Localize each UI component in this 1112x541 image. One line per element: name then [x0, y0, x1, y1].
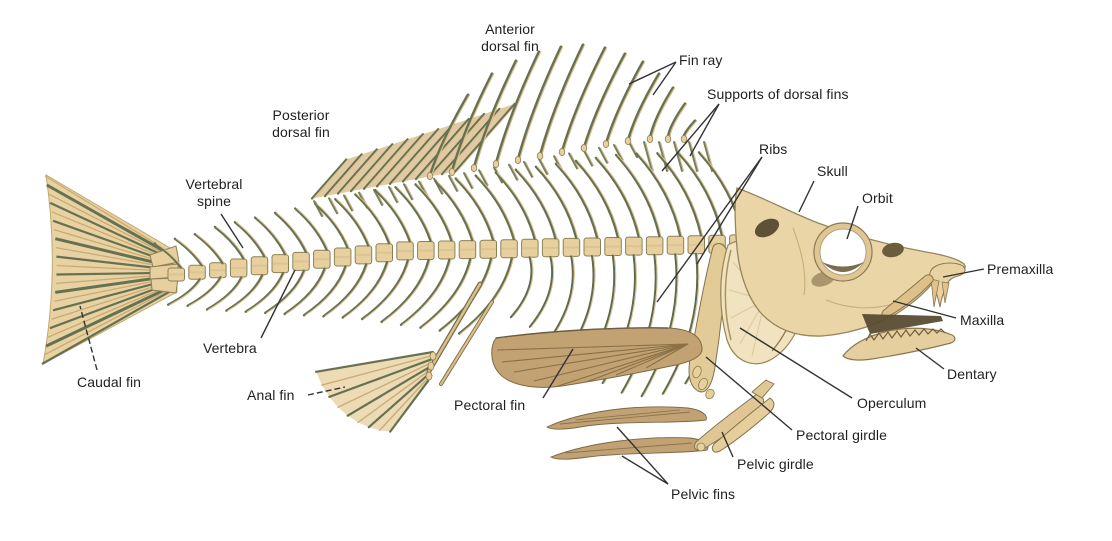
- pectoral-fin-leader-line: [542, 348, 574, 399]
- supports-of-dorsal-fins-leader-line: [661, 103, 720, 172]
- pelvic-fins-leader-line: [616, 426, 669, 485]
- skull-shape: [734, 187, 966, 361]
- maxilla-shape: [881, 274, 934, 318]
- supports-of-dorsal-fins-leader-line: [689, 103, 720, 157]
- vertebral-column: [167, 233, 789, 282]
- hypural-bones: [149, 245, 180, 294]
- orbit-leader-line: [846, 205, 859, 240]
- vertebra-leader-line: [260, 269, 296, 339]
- caudal-fin-leader-line: [79, 305, 98, 371]
- anal-fin-leader-line: [307, 386, 346, 396]
- posterior-dorsal-fin-shape: [310, 102, 517, 200]
- neural-spines: [153, 151, 745, 269]
- vertebral-spine-leader-line: [220, 213, 244, 249]
- pectoral-fin-shape: [491, 327, 703, 388]
- hemal-spines: [167, 257, 514, 335]
- dentary-leader-line: [915, 347, 945, 370]
- ribs-leader-line: [656, 156, 763, 303]
- ribs-leader-line: [696, 156, 763, 265]
- pelvic-fins-leader-line: [621, 455, 669, 485]
- pectoral-girdle-leader-line: [705, 356, 793, 431]
- anal-fin-shape: [315, 281, 494, 433]
- skull-leader-line: [798, 180, 815, 213]
- anterior-dorsal-fin-shape: [426, 43, 698, 180]
- pectoral-girdle-shape: [688, 243, 728, 400]
- pelvic-fins-shape: [546, 379, 775, 460]
- dentary-shape: [842, 327, 956, 361]
- operculum-leader-line: [739, 327, 853, 399]
- fin-ray-leader-line: [628, 61, 677, 85]
- maxilla-leader-line: [892, 300, 957, 319]
- pelvic-girdle-leader-line: [721, 431, 734, 458]
- leader-lines-layer: [79, 61, 985, 485]
- premaxilla-leader-line: [942, 268, 985, 278]
- fin-ray-leader-line: [652, 61, 677, 96]
